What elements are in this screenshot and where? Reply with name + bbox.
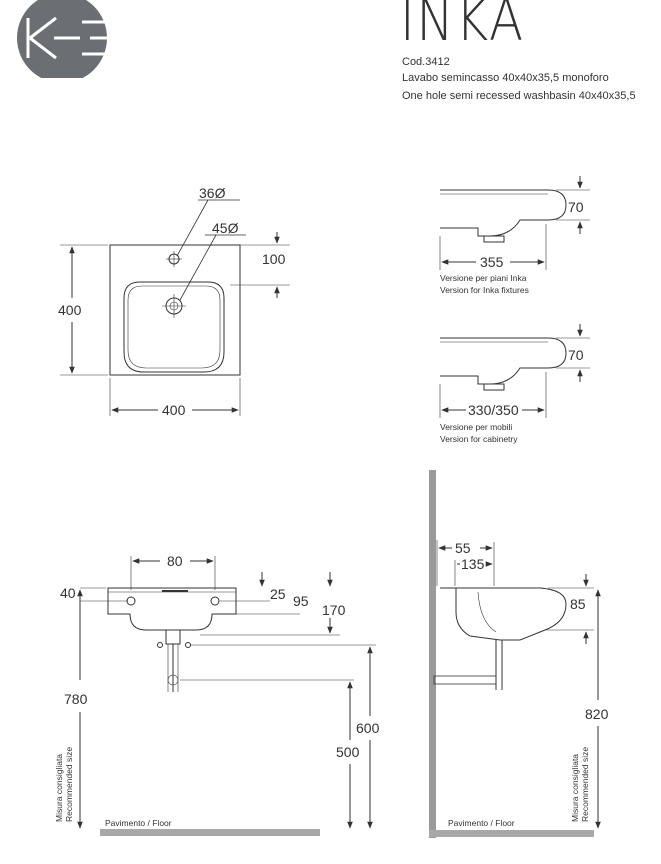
inka-profile [440, 189, 567, 237]
leader-45 [179, 234, 217, 301]
front-dim-95: 95 [293, 593, 309, 609]
side-trap-pipe [433, 675, 497, 685]
front-dim-supply-height: 600 [356, 720, 380, 736]
dim-width: 400 [162, 402, 186, 418]
side-dim-wall-gap: 55 [455, 540, 471, 556]
side-recommended-it: Misura consigliata [570, 754, 580, 822]
top-view [60, 199, 290, 416]
inka-caption-en: Version for Inka fixtures [440, 285, 529, 295]
side-install-view [433, 540, 601, 829]
side-view-cabinet [439, 324, 590, 418]
front-dim-hole-spacing: 80 [167, 553, 183, 569]
inka-caption-it: Versione per piani Inka [440, 273, 527, 283]
side-wall [429, 470, 436, 838]
cabinet-caption-it: Versione per mobili [440, 422, 512, 432]
front-dim-drain-height: 500 [336, 744, 360, 760]
side-dim-trap-offset: 135 [461, 556, 485, 572]
side-floor [429, 830, 594, 837]
front-floor-label: Pavimento / Floor [105, 818, 172, 828]
cabinet-drain [483, 383, 505, 391]
front-recommended-it: Misura consigliata [54, 754, 64, 822]
cabinet-profile [440, 337, 567, 385]
logo-letters [26, 16, 130, 60]
inka-dim-height: 70 [568, 199, 584, 215]
cabinet-dim-height: 70 [568, 347, 584, 363]
bowl-inner [127, 285, 221, 369]
side-dim-rim-height: 820 [585, 706, 609, 722]
front-basin [107, 587, 237, 631]
side-basin-profile [440, 587, 567, 641]
basin-outline [109, 244, 241, 376]
side-view-inka [439, 176, 590, 270]
cabinet-caption-en: Version for cabinetry [440, 434, 518, 444]
cabinet-dim-depth: 330/350 [468, 402, 519, 418]
front-recommended-en: Recommended size [64, 747, 74, 822]
product-description-it: Lavabo semincasso 40x40x35,5 monoforo [402, 72, 609, 84]
product-code: Cod.3412 [402, 56, 450, 68]
inka-drain [483, 235, 505, 243]
dim-hole-large: 45Ø [212, 220, 239, 236]
side-floor-label: Pavimento / Floor [448, 818, 515, 828]
inka-dim-depth: 355 [480, 254, 504, 270]
front-dim-top-rim: 40 [60, 585, 76, 601]
leader-36 [176, 199, 209, 257]
side-basin-inner [455, 588, 501, 641]
product-name: INKA [400, 0, 525, 54]
dim-depth: 400 [58, 302, 82, 318]
front-floor [100, 829, 320, 836]
dim-hole-small: 36Ø [199, 185, 226, 201]
front-install-view [77, 556, 376, 829]
front-dim-170: 170 [322, 602, 346, 618]
side-dim-bowl-depth: 85 [570, 596, 586, 612]
side-recommended-en: Recommended size [580, 747, 590, 822]
bowl-outline [123, 281, 225, 373]
ke-logo [17, 0, 130, 78]
front-dim-25: 25 [270, 586, 286, 602]
front-dim-rim-height: 780 [64, 691, 88, 707]
product-description-en: One hole semi recessed washbasin 40x40x3… [402, 90, 636, 102]
dim-hole-offset: 100 [262, 251, 286, 267]
